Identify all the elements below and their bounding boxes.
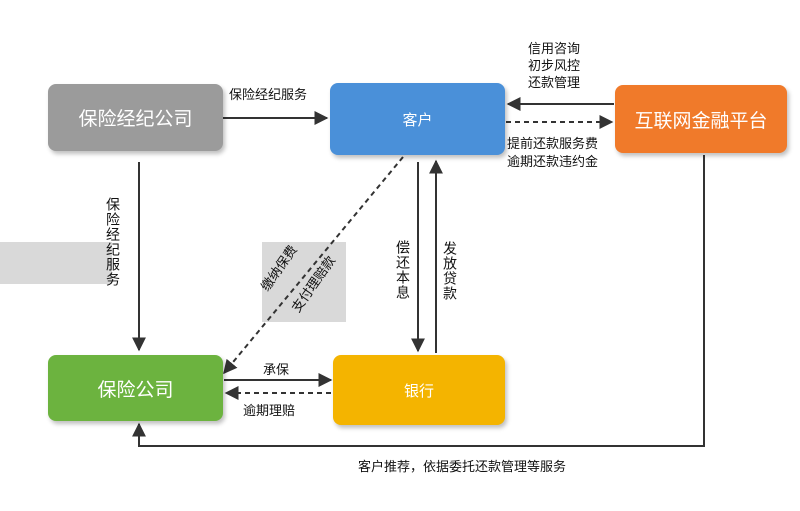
label-bank-customer: 发放贷款 bbox=[441, 241, 457, 301]
label-platform-customer-1: 信用咨询 bbox=[528, 42, 581, 57]
node-bank: 银行 bbox=[333, 355, 505, 425]
label-customer-platform-2: 逾期还款违约金 bbox=[507, 155, 599, 170]
edge-platform-insurer bbox=[132, 155, 705, 447]
node-insurer-label: 保险公司 bbox=[97, 378, 174, 401]
node-customer: 客户 bbox=[330, 83, 505, 155]
node-broker: 保险经纪公司 bbox=[48, 84, 223, 151]
label-broker-customer: 保险经纪服务 bbox=[229, 88, 308, 103]
left-shade-bar bbox=[0, 242, 112, 284]
label-customer-bank: 偿还本息 bbox=[394, 240, 410, 300]
node-broker-label: 保险经纪公司 bbox=[78, 108, 193, 130]
node-platform: 互联网金融平台 bbox=[615, 85, 787, 153]
label-bank-insurer: 逾期理赔 bbox=[243, 404, 296, 419]
label-broker-insurer: 保险经纪服务 bbox=[104, 197, 120, 287]
label-platform-customer-3: 还款管理 bbox=[528, 76, 581, 91]
node-customer-label: 客户 bbox=[402, 110, 433, 129]
node-insurer: 保险公司 bbox=[48, 355, 223, 421]
label-platform-insurer: 客户推荐，依据委托还款管理等服务 bbox=[358, 460, 567, 475]
center-shade-box bbox=[262, 242, 346, 322]
node-platform-label: 互联网金融平台 bbox=[634, 109, 768, 132]
node-bank-label: 银行 bbox=[403, 381, 434, 400]
edge-customer-insurer bbox=[223, 156, 404, 375]
label-customer-platform-1: 提前还款服务费 bbox=[507, 137, 599, 152]
label-platform-customer-2: 初步风控 bbox=[528, 59, 581, 74]
label-insurer-bank: 承保 bbox=[263, 363, 290, 378]
